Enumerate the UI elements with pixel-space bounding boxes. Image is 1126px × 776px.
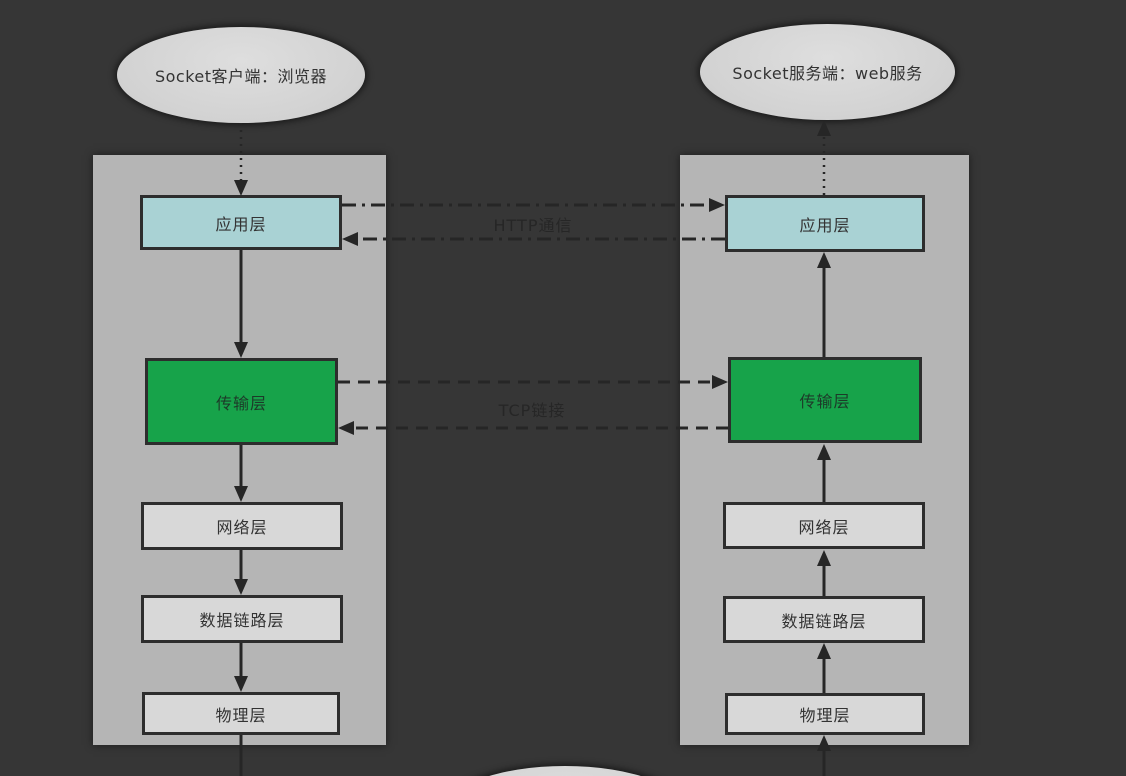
client-network-layer: 网络层: [141, 502, 343, 550]
layer-label: 网络层: [216, 518, 268, 537]
server-application-layer: 应用层: [725, 195, 925, 252]
bottom-node-partial: [441, 766, 689, 776]
layer-label: 数据链路层: [199, 611, 285, 630]
server-physical-layer: 物理层: [725, 693, 925, 735]
layer-label: 物理层: [799, 706, 851, 725]
server-transport-layer: 传输层: [728, 357, 922, 443]
http-connection-label: HTTP通信: [493, 216, 573, 235]
client-datalink-layer: 数据链路层: [141, 595, 343, 643]
tcp-connection-label: TCP链接: [498, 401, 566, 420]
server-node-label: Socket服务端：web服务: [732, 64, 923, 83]
layer-label: 应用层: [215, 214, 267, 234]
layer-label: 应用层: [799, 215, 851, 235]
layer-label: 传输层: [215, 393, 267, 413]
client-physical-layer: 物理层: [142, 692, 340, 735]
server-node: Socket服务端：web服务: [700, 24, 955, 120]
layer-label: 网络层: [798, 517, 850, 537]
client-node: Socket客户端：浏览器: [117, 27, 365, 123]
client-transport-layer: 传输层: [145, 358, 338, 445]
server-network-layer: 网络层: [723, 502, 925, 549]
client-application-layer: 应用层: [140, 195, 342, 250]
layer-label: 物理层: [215, 705, 267, 725]
layer-label: 传输层: [799, 392, 851, 411]
client-node-label: Socket客户端：浏览器: [154, 67, 328, 86]
server-datalink-layer: 数据链路层: [723, 596, 925, 643]
layer-label: 数据链路层: [781, 611, 867, 631]
